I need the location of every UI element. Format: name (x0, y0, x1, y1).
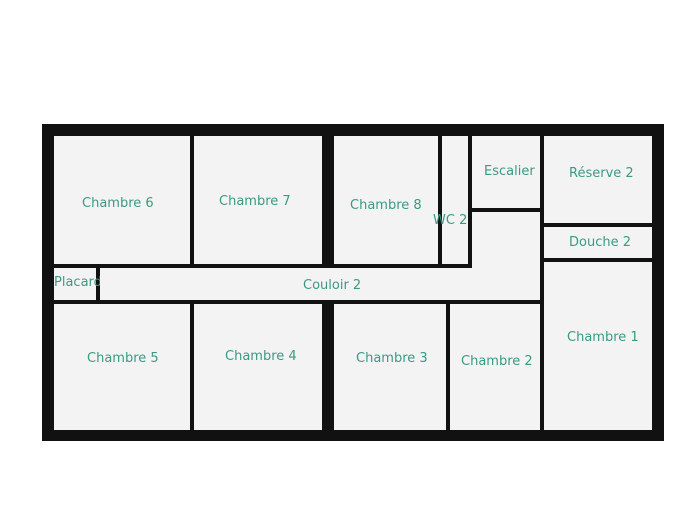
room-label-reserve-2: Réserve 2 (569, 166, 634, 181)
room-couloir-2: Couloir 2 (100, 268, 540, 300)
room-label-chambre-4: Chambre 4 (225, 349, 297, 364)
room-escalier: Escalier (472, 136, 540, 208)
room-label-couloir-2: Couloir 2 (303, 278, 362, 293)
room-label-wc-2: WC 2 (433, 213, 468, 228)
room-label-escalier: Escalier (484, 164, 535, 179)
room-label-chambre-1: Chambre 1 (567, 330, 639, 345)
room-douche-2: Douche 2 (544, 227, 652, 258)
room-chambre-3: Chambre 3 (334, 304, 446, 430)
room-label-chambre-7: Chambre 7 (219, 194, 291, 209)
room-placard: Placard (54, 268, 102, 300)
room-chambre-5: Chambre 5 (54, 304, 190, 430)
room-chambre-4: Chambre 4 (194, 304, 322, 430)
room-label-chambre-8: Chambre 8 (350, 198, 422, 213)
room-chambre-6: Chambre 6 (54, 136, 190, 264)
room-label-chambre-6: Chambre 6 (82, 196, 154, 211)
room-label-douche-2: Douche 2 (569, 235, 631, 250)
room-couloir-2-extension (472, 212, 540, 272)
room-chambre-1: Chambre 1 (544, 262, 652, 430)
room-chambre-8: Chambre 8 (334, 136, 438, 264)
room-reserve-2: Réserve 2 (544, 136, 652, 223)
room-label-chambre-5: Chambre 5 (87, 351, 159, 366)
room-label-chambre-2: Chambre 2 (461, 354, 533, 369)
room-chambre-2: Chambre 2 (450, 304, 540, 430)
room-label-placard: Placard (54, 275, 102, 290)
room-wc-2 (442, 136, 468, 264)
floor-plan: Chambre 6 Chambre 7 Chambre 8 WC 2 Escal… (42, 124, 664, 441)
room-label-chambre-3: Chambre 3 (356, 351, 428, 366)
room-chambre-7: Chambre 7 (194, 136, 322, 264)
